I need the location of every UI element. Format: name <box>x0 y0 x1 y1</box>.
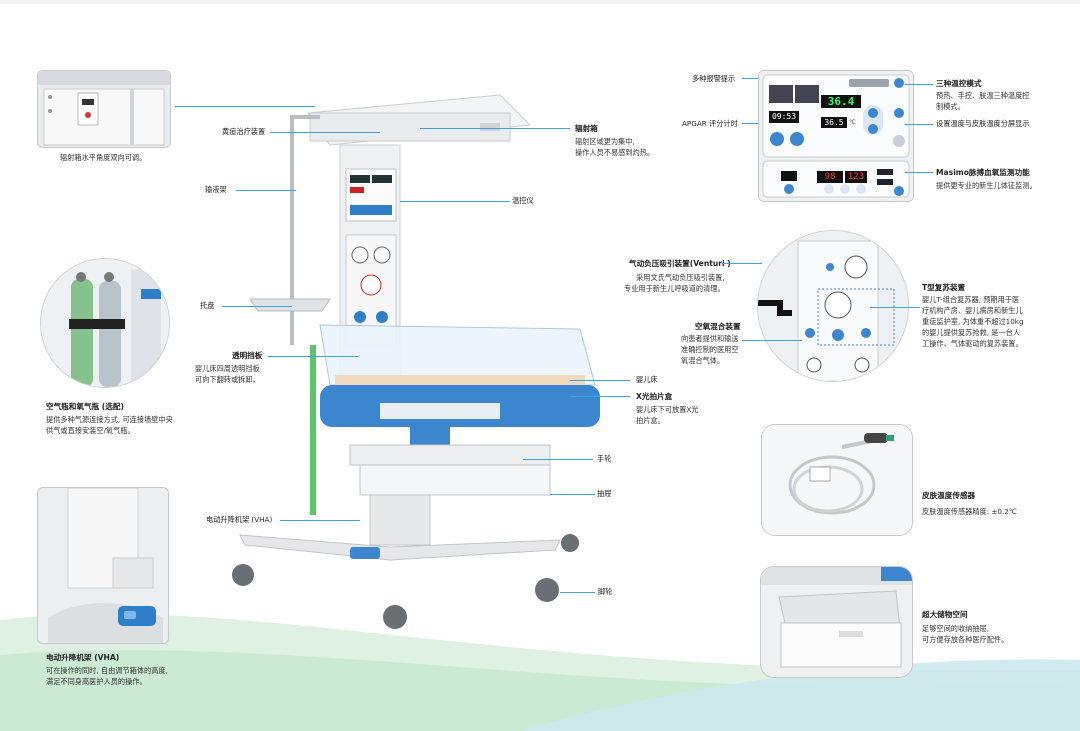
connector-line <box>722 263 762 264</box>
label-caster: 脚轮 <box>598 587 613 596</box>
connector-line <box>905 124 933 125</box>
label-drawer: 抽屉 <box>597 489 612 498</box>
apgar-timer-display: 09:53 <box>771 112 797 121</box>
label-radiation-box: 辐射箱 <box>575 124 598 133</box>
connector-line <box>870 307 920 308</box>
label-storage-body: 足够空间的收纳抽屉, 可方便存放各种医疗配件。 <box>922 624 1009 644</box>
connector-line <box>742 340 802 341</box>
label-temp-modes: 三种温控模式 <box>936 79 982 88</box>
connector-line <box>222 306 292 307</box>
vha-pedal-closeup-image <box>37 487 169 644</box>
connector-line <box>420 128 570 129</box>
label-infant-bed: 婴儿床 <box>636 375 658 384</box>
label-skin-probe: 皮肤温度传感器 <box>922 491 976 500</box>
gas-cylinder-title: 空气瓶和氧气瓶 (选配) <box>46 402 124 411</box>
temperature-unit: ℃ <box>849 119 856 126</box>
label-air-oxygen-mixer-body: 向患者提供和输送 准确控制的医用空 氧混合气体。 <box>681 334 739 365</box>
resuscitation-module-image <box>757 230 909 382</box>
background-wave <box>0 613 1080 731</box>
control-panel-image: 09:53 36.4 36.5 ℃ 98 123 <box>758 70 914 202</box>
label-storage: 超大储物空间 <box>922 610 968 619</box>
pulse-display: 123 <box>847 172 865 182</box>
label-radiation-box-body: 辐射区域更为集中, 操作人员不易感到灼热。 <box>575 137 655 157</box>
connector-line <box>742 78 762 79</box>
radiant-warmer-device-image <box>232 94 600 629</box>
connector-line <box>742 123 770 124</box>
label-transparent-panel: 透明挡板 <box>232 351 263 360</box>
connector-line <box>905 172 933 173</box>
connector-line <box>905 84 933 85</box>
connector-line <box>570 396 630 397</box>
vha-body: 可在操作的同时, 自由调节箱体的高度, 满足不同身高医护人员的操作。 <box>46 666 168 686</box>
storage-drawer-image <box>760 566 913 678</box>
connector-line <box>268 356 358 357</box>
label-phototherapy: 黄疸治疗装置 <box>222 127 266 136</box>
label-t-piece: T型复苏装置 <box>922 283 966 292</box>
label-temp-controller: 温控仪 <box>512 196 534 205</box>
label-venturi: 气动负压吸引装置(Venturi ) <box>629 259 731 268</box>
label-transparent-panel-body: 婴儿床四周透明挡板 可向下翻转或拆卸。 <box>195 364 260 384</box>
connector-line <box>560 592 595 593</box>
temperature-set-display: 36.5 <box>824 118 844 127</box>
label-skin-probe-body: 皮肤温度传感器精度: ±0.2℃ <box>922 507 1017 516</box>
skin-temperature-probe-image <box>761 424 913 536</box>
label-air-oxygen-mixer: 空氧混合装置 <box>695 322 741 331</box>
connector-line <box>400 201 510 202</box>
connector-line <box>175 106 315 107</box>
connector-line <box>280 520 360 521</box>
connector-line <box>270 132 380 133</box>
label-xray-cassette: X光拍片盒 <box>636 392 673 401</box>
top-strip <box>0 0 1080 4</box>
label-t-piece-body: 婴儿T-组合复苏器, 预期用于医 疗机构产房、婴儿病房和新生儿 重症监护室, 为… <box>922 295 1024 348</box>
connector-line <box>236 190 296 191</box>
label-xray-cassette-body: 婴儿床下可放置X光 拍片盒。 <box>636 405 699 425</box>
label-apgar: APGAR 评分计时 <box>682 119 738 128</box>
vha-title: 电动升降机架 (VHA) <box>46 653 120 662</box>
label-temp-modes-body: 预热、手控、肤温三种温度控 制模式。 <box>936 91 1030 111</box>
label-split-display: 设置温度与皮肤温度分屏显示 <box>936 119 1030 128</box>
label-masimo: Masimo脉搏血氧监测功能 <box>936 168 1030 177</box>
gas-cylinder-closeup-image <box>40 258 170 388</box>
label-vha: 电动升降机架 (VHA) <box>206 515 273 524</box>
connector-line <box>570 380 630 381</box>
radiation-angle-caption: 辐射箱水平角度双向可调。 <box>60 153 147 162</box>
gas-cylinder-body: 提供多种气源连接方式, 可连接墙壁中央 供气或直接安装空/氧气瓶。 <box>46 415 173 435</box>
label-alarm: 多种报警提示 <box>692 74 736 83</box>
connector-line <box>550 494 595 495</box>
label-tray: 托盘 <box>200 301 215 310</box>
connector-line <box>523 459 593 460</box>
label-masimo-body: 提供更专业的新生儿体征监测。 <box>936 181 1037 190</box>
radiation-box-closeup-image <box>37 70 171 148</box>
temperature-main-display: 36.4 <box>827 95 855 108</box>
spo2-display: 98 <box>824 172 836 182</box>
label-handwheel: 手轮 <box>597 454 612 463</box>
label-venturi-body: 采用文氏气动负压吸引装置, 专业用于新生儿呼吸道的清理。 <box>624 273 725 293</box>
label-infusion-stand: 输液架 <box>205 185 227 194</box>
